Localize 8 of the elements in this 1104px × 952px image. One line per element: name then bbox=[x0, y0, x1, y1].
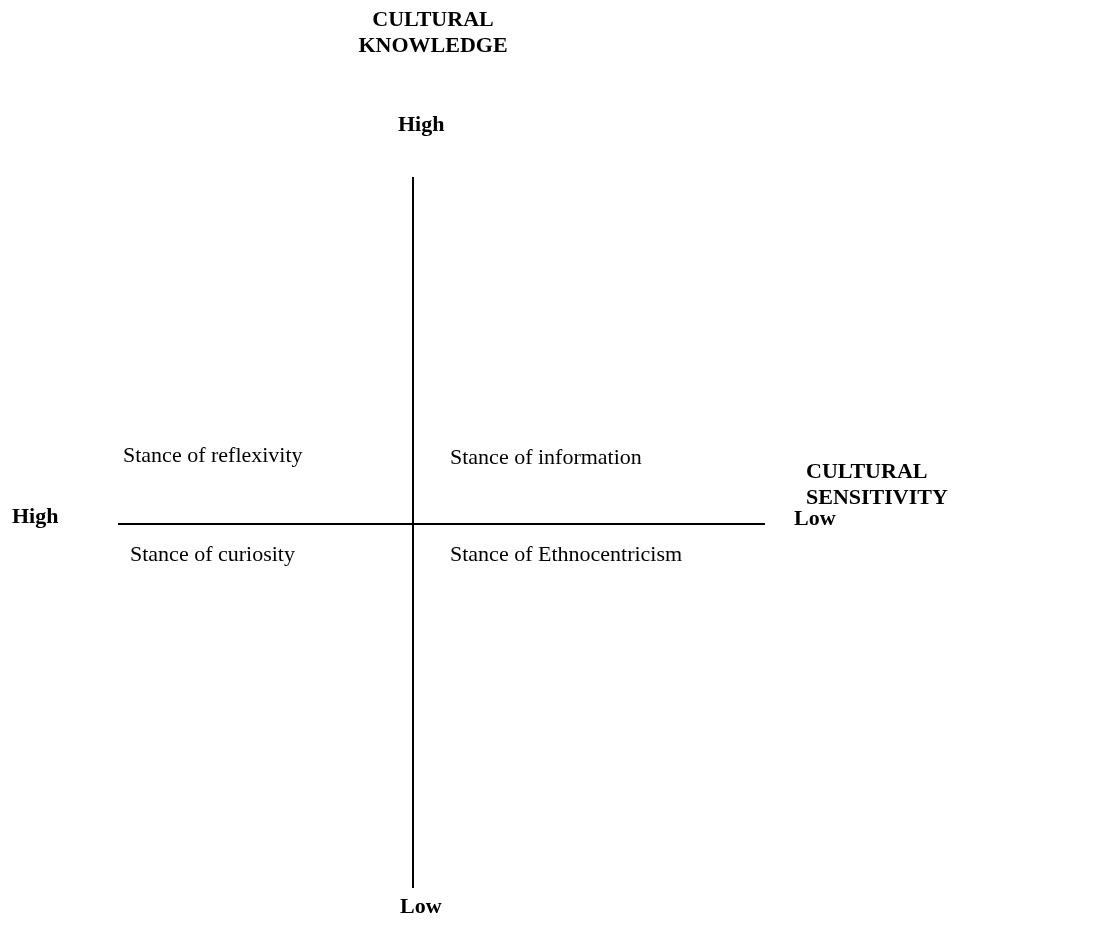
quadrant-label: Stance of curiosity bbox=[130, 541, 295, 567]
axis-title: CULTURAL KNOWLEDGE bbox=[357, 6, 509, 58]
quadrant-label: Stance of reflexivity bbox=[123, 442, 303, 468]
axis-end-label: High bbox=[12, 503, 59, 529]
axis-end-label: High bbox=[398, 111, 445, 137]
quadrant-label: Stance of information bbox=[450, 444, 642, 470]
axis-end-label: Low bbox=[400, 893, 442, 919]
quadrant-label: Stance of Ethnocentricism bbox=[450, 541, 683, 567]
